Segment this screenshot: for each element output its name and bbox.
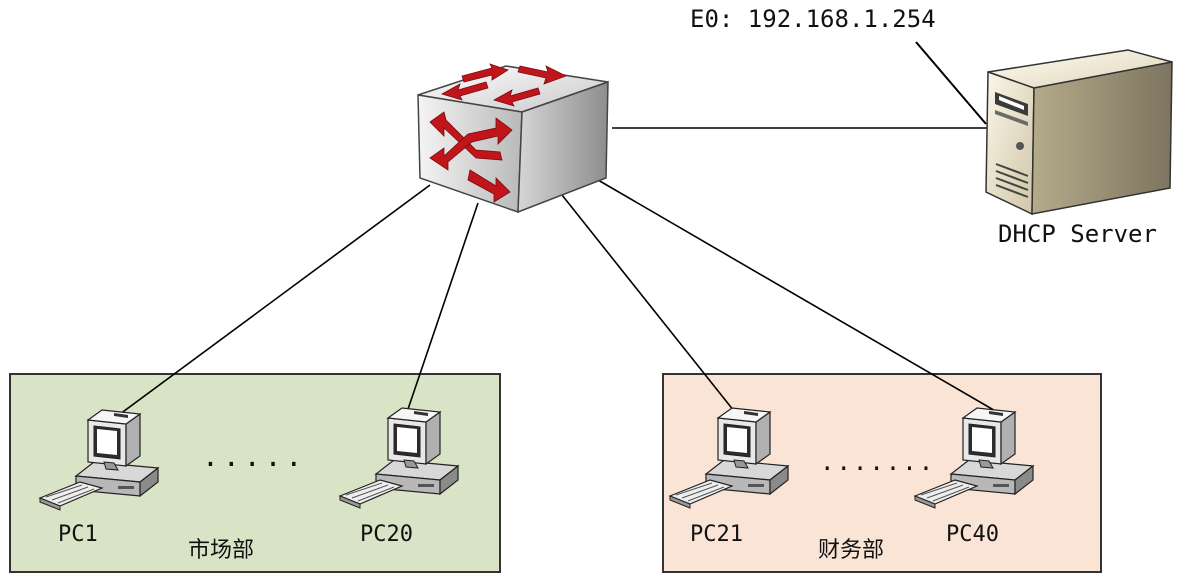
connection-lines [111,41,1005,421]
link-switch-pc40 [597,179,1005,417]
finance-ellipsis: ....... [820,448,935,476]
switch-icon [417,63,609,214]
pc1-label: PC1 [58,522,98,547]
pc21-label: PC21 [690,522,743,547]
server-ip-label: E0: 192.168.1.254 [690,5,936,33]
finance-dept-label: 财务部 [818,538,884,563]
ip-pointer-line [915,41,987,125]
link-switch-pc21 [561,194,739,417]
pc20-label: PC20 [360,522,413,547]
market-dept-label: 市场部 [188,538,254,563]
link-switch-pc20 [404,202,479,419]
server-name-label: DHCP Server [998,220,1157,248]
market-ellipsis: ..... [202,440,306,473]
link-switch-pc1 [111,184,431,421]
server-icon [985,49,1173,216]
pc40-label: PC40 [946,522,999,547]
